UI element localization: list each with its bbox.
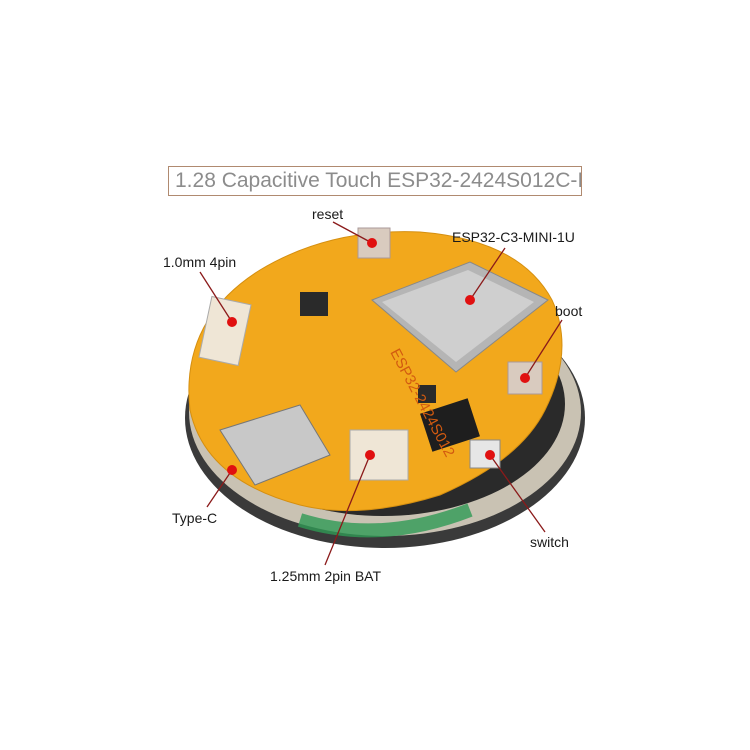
slide-switch <box>469 439 501 469</box>
ic-small <box>418 385 436 403</box>
callout-dots <box>227 238 530 475</box>
label-reset: reset <box>312 206 344 222</box>
label-battery: 1.25mm 2pin BAT <box>270 568 382 584</box>
leader-lines <box>199 221 563 566</box>
battery-connector <box>349 429 409 481</box>
product-title: 1.28 Capacitive Touch ESP32-2424S012C-I <box>168 166 582 196</box>
label-module: ESP32-C3-MINI-1U <box>452 229 575 245</box>
adhesive-print <box>297 503 473 538</box>
ic-chip <box>420 398 480 452</box>
label-switch: switch <box>530 534 569 550</box>
label-boot: boot <box>555 303 583 319</box>
usb-c-port <box>219 404 331 486</box>
inductor <box>300 292 328 316</box>
connector-4pin <box>198 295 252 367</box>
label-usb: Type-C <box>172 510 218 526</box>
label-connector-4pin: 1.0mm 4pin <box>163 254 237 270</box>
